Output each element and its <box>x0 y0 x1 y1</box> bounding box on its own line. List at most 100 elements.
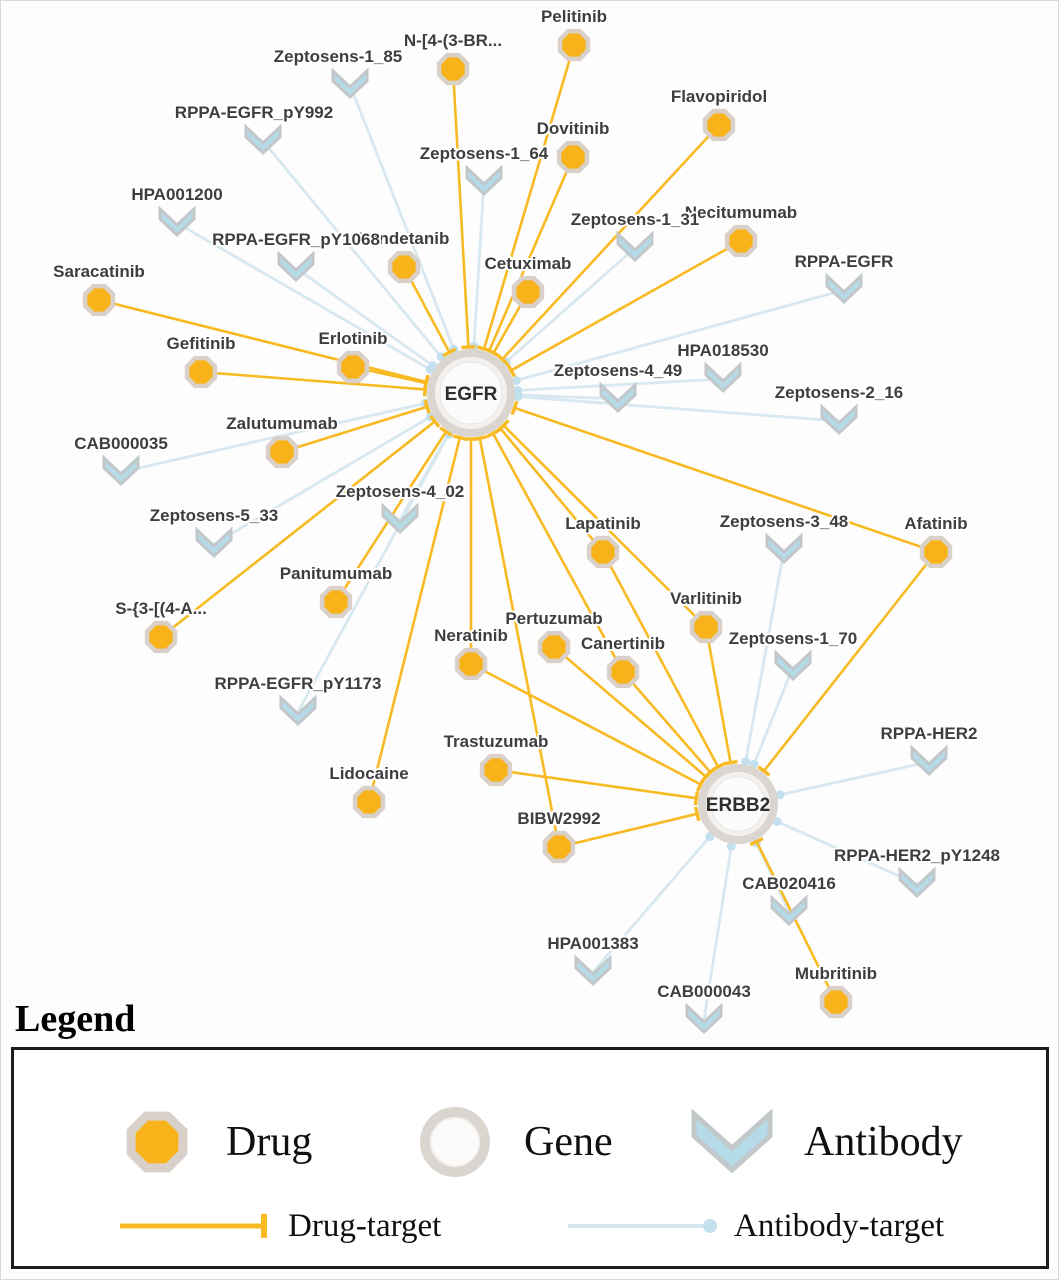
drug-node-canertinib[interactable] <box>606 655 640 689</box>
edge-dot-rppa_egfr <box>511 375 521 385</box>
drug-node-erlotinib[interactable] <box>336 350 370 384</box>
drug-node-saracatinib[interactable] <box>82 283 116 317</box>
antibody-node-rppa_egfr[interactable] <box>825 272 863 305</box>
edge-tee-lidocaine <box>452 434 468 441</box>
edge-tee-s3_4a <box>429 414 441 429</box>
edge-antibody-target-zeptosens_1_64-EGFR <box>472 181 486 347</box>
drug-node-zalutumumab[interactable] <box>265 435 299 469</box>
edge-dot-zeptosens_2_16 <box>513 392 523 402</box>
node-label-zeptosens_4_49: Zeptosens-4_49 <box>554 361 683 380</box>
edge-antibody-target-zeptosens_5_33-EGFR <box>213 415 432 546</box>
edge-drug-target-bibw2992-ERBB2 <box>558 812 698 849</box>
drug-node-gefitinib[interactable] <box>184 355 218 389</box>
edge-tee-trastuzumab <box>693 790 700 806</box>
antibody-node-zeptosens_1_64[interactable] <box>465 164 503 197</box>
antibody-node-zeptosens_1_70[interactable] <box>774 649 812 682</box>
drug-node-neratinib[interactable] <box>454 647 488 681</box>
antibody-node-zeptosens_1_31[interactable] <box>616 230 654 263</box>
drug-node-s3_4a[interactable] <box>144 620 178 654</box>
antibody-node-rppa_egfr_py1173[interactable] <box>279 694 317 727</box>
drug-node-varlitinib[interactable] <box>689 610 723 644</box>
edge-tee-necitumumab <box>506 363 516 378</box>
edge-tee-afatinib <box>510 400 519 416</box>
edge-drug-target-s3_4a-EGFR <box>160 420 436 639</box>
node-label-hpa001200: HPA001200 <box>131 185 222 204</box>
drug-node-flavopiridol[interactable] <box>702 108 736 142</box>
edge-drug-target-neratinib-ERBB2 <box>470 662 702 786</box>
antibody-node-rppa_her2_py1248[interactable] <box>898 866 936 899</box>
edge-drug-target-mubritinib-ERBB2 <box>755 841 838 1003</box>
drug-node-dovitinib[interactable] <box>556 140 590 174</box>
node-label-zeptosens_4_02: Zeptosens-4_02 <box>336 482 465 501</box>
gene-circle-icon <box>420 1107 490 1177</box>
edge-antibody-target-cab000043-ERBB2 <box>702 846 733 1021</box>
node-label-rppa_her2_py1248: RPPA-HER2_pY1248 <box>834 846 1000 865</box>
node-label-zeptosens_1_31: Zeptosens-1_31 <box>571 210 700 229</box>
edge-drug-target-bibw2992-EGFR <box>478 437 561 848</box>
edge-drug-target-gefitinib-EGFR <box>200 370 426 391</box>
antibody-node-hpa001383[interactable] <box>574 954 612 987</box>
network-graph: EGFRERBB2PelitinibN-[4-(3-BR...Dovitinib… <box>51 5 1002 1035</box>
node-label-flavopiridol: Flavopiridol <box>671 87 767 106</box>
drug-node-n4_3br[interactable] <box>436 52 470 86</box>
antibody-node-zeptosens_4_02[interactable] <box>381 502 419 535</box>
edge-drug-target-afatinib-ERBB2 <box>762 551 938 772</box>
edge-drug-target-varlitinib-ERBB2 <box>704 626 732 763</box>
antibody-node-zeptosens_3_48[interactable] <box>765 532 803 565</box>
antibody-node-cab000035[interactable] <box>102 454 140 487</box>
legend-item-antibody-target: Antibody-target <box>562 1198 944 1254</box>
edge-drug-target-afatinib-EGFR <box>514 406 937 554</box>
drug-node-bibw2992[interactable] <box>542 830 576 864</box>
edge-tee-panitumumab <box>439 426 453 437</box>
drug-node-vandetanib[interactable] <box>387 250 421 284</box>
antibody-node-zeptosens_4_49[interactable] <box>599 381 637 414</box>
node-label-rppa_her2: RPPA-HER2 <box>881 724 978 743</box>
drug-node-cetuximab[interactable] <box>511 275 545 309</box>
edge-antibody-target-rppa_egfr-EGFR <box>515 288 845 382</box>
antibody-node-zeptosens_2_16[interactable] <box>820 403 858 436</box>
node-label-rppa_egfr_py992: RPPA-EGFR_pY992 <box>175 103 333 122</box>
node-label-canertinib: Canertinib <box>581 634 665 653</box>
antibody-node-rppa_her2[interactable] <box>910 744 948 777</box>
node-label-cetuximab: Cetuximab <box>485 254 572 273</box>
node-label-rppa_egfr_py1173: RPPA-EGFR_pY1173 <box>215 674 382 693</box>
antibody-node-zeptosens_5_33[interactable] <box>195 526 233 559</box>
legend-item-gene: Gene <box>412 1102 613 1182</box>
edge-dot-rppa_her2_py1248 <box>772 817 782 827</box>
antibody-node-rppa_egfr_py992[interactable] <box>244 123 282 156</box>
edge-antibody-target-zeptosens_4_49-EGFR <box>517 393 619 401</box>
drug-node-afatinib[interactable] <box>919 535 953 569</box>
edge-tee-erlotinib <box>422 375 430 391</box>
node-label-zeptosens_1_70: Zeptosens-1_70 <box>729 629 858 648</box>
antibody-node-cab000043[interactable] <box>685 1002 723 1035</box>
legend-item-drug-target: Drug-target <box>114 1198 441 1254</box>
edge-drug-target-pertuzumab-ERBB2 <box>553 646 707 778</box>
edge-drug-target-saracatinib-EGFR <box>98 298 427 384</box>
drug-node-panitumumab[interactable] <box>319 585 353 619</box>
drug-node-necitumumab[interactable] <box>724 224 758 258</box>
node-label-panitumumab: Panitumumab <box>280 564 392 583</box>
edge-antibody-target-hpa001383-ERBB2 <box>591 835 711 973</box>
edge-drug-target-dovitinib-EGFR <box>488 156 575 352</box>
antibody-node-hpa001200[interactable] <box>158 205 196 238</box>
antibody-chevron-icon <box>691 1108 773 1174</box>
drug-node-lapatinib[interactable] <box>586 535 620 569</box>
antibody-target-edge-icon <box>568 1219 717 1233</box>
drug-node-pelitinib[interactable] <box>557 28 591 62</box>
edge-drug-target-lapatinib-ERBB2 <box>601 551 720 768</box>
edge-antibody-target-zeptosens_1_31-EGFR <box>505 246 636 363</box>
node-label-hpa001383: HPA001383 <box>547 934 638 953</box>
antibody-node-zeptosens_1_85[interactable] <box>331 67 369 100</box>
drug-node-pertuzumab[interactable] <box>537 630 571 664</box>
drug-node-mubritinib[interactable] <box>819 985 853 1019</box>
node-label-trastuzumab: Trastuzumab <box>444 732 549 751</box>
edge-tee-bibw2992 <box>693 806 701 822</box>
antibody-node-rppa_egfr_py1068[interactable] <box>277 250 315 283</box>
node-label-zeptosens_2_16: Zeptosens-2_16 <box>775 383 904 402</box>
edge-layer <box>98 44 938 1021</box>
drug-node-trastuzumab[interactable] <box>479 753 513 787</box>
antibody-node-hpa018530[interactable] <box>704 361 742 394</box>
drug-node-lidocaine[interactable] <box>352 785 386 819</box>
node-label-cab000035: CAB000035 <box>74 434 168 453</box>
antibody-node-cab020416[interactable] <box>770 894 808 927</box>
